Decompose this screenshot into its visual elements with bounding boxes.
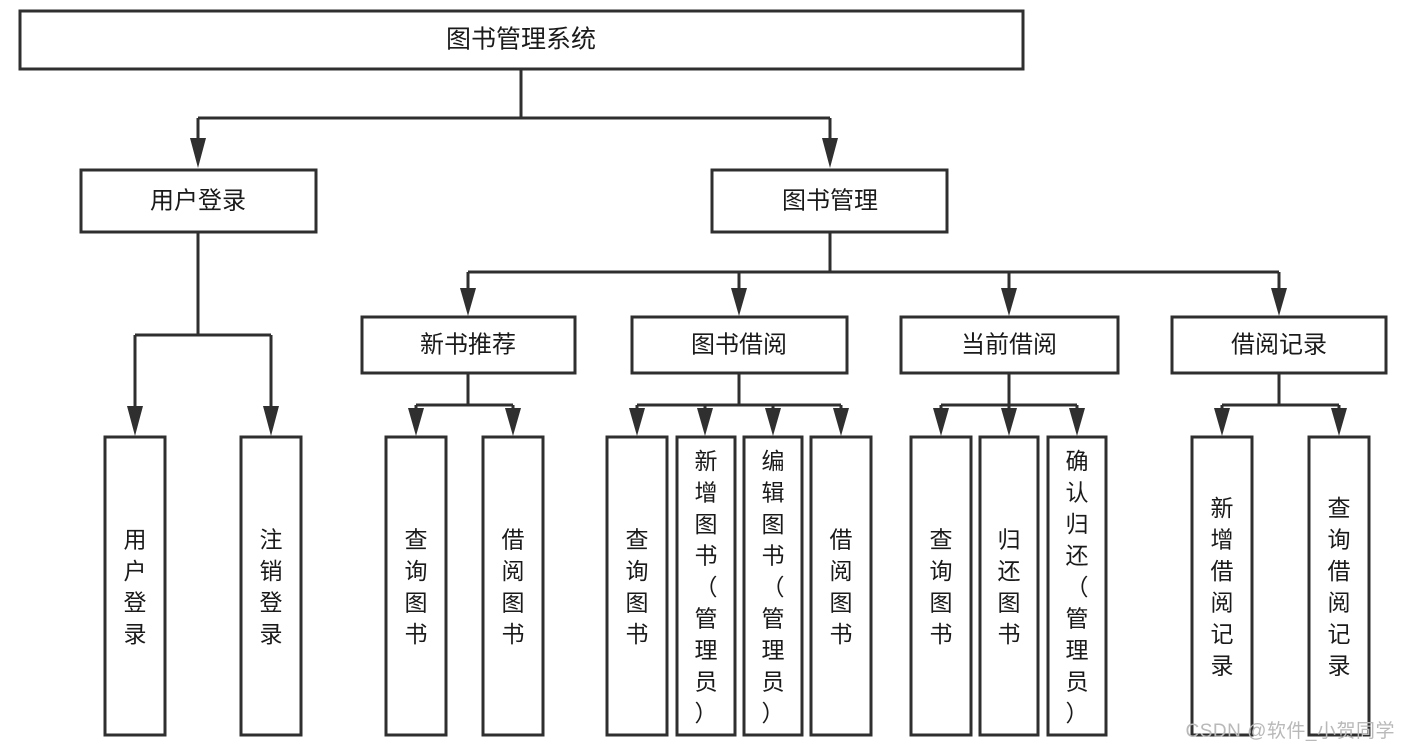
arrow-head-leaf-book-borrow-1 — [697, 408, 713, 436]
arrow-head-leaf-new-book-0 — [408, 408, 424, 436]
node-user-login[interactable]: 用户登录 — [79, 168, 318, 234]
leaf-box-book-borrow-2 — [742, 435, 804, 737]
arrow-head-l3-0 — [460, 288, 476, 316]
node-root-label: 图书管理系统 — [446, 26, 596, 54]
leaf-node-book-borrow-0[interactable] — [605, 435, 669, 737]
arrow-head-leaf-new-book-1 — [505, 408, 521, 436]
leaf-box-user-login-0 — [103, 435, 167, 737]
connector-group-book-borrow — [629, 373, 849, 436]
node-current-borrow[interactable]: 当前借阅 — [899, 315, 1120, 375]
connector-group-book-mgmt — [460, 232, 1287, 316]
node-user-login-box — [79, 168, 318, 234]
leaf-node-book-borrow-1[interactable] — [675, 435, 737, 737]
node-root-book-management-system[interactable]: 图书管理系统 — [18, 9, 1025, 71]
leaf-label-current-borrow-1: 归还图书 — [998, 527, 1021, 648]
leaf-label-book-borrow-2: 编辑图书（管理员） — [762, 448, 785, 726]
connector-group-current-borrow — [933, 373, 1085, 436]
connector-group-user-login — [127, 232, 279, 436]
node-new-book-recommend-label: 新书推荐 — [420, 331, 516, 358]
leaf-box-new-book-1 — [481, 435, 545, 737]
node-borrow-record[interactable]: 借阅记录 — [1170, 315, 1388, 375]
leaf-box-user-login-1 — [239, 435, 303, 737]
arrow-head-l3-2 — [1001, 288, 1017, 316]
arrow-head-leaf-book-borrow-0 — [629, 408, 645, 436]
node-book-borrow[interactable]: 图书借阅 — [630, 315, 849, 375]
leaf-node-new-book-0[interactable] — [384, 435, 448, 737]
leaf-label-new-book-0: 查询图书 — [405, 527, 428, 648]
node-borrow-record-label: 借阅记录 — [1231, 331, 1327, 358]
leaf-box-book-borrow-1 — [675, 435, 737, 737]
leaf-box-current-borrow-0 — [909, 435, 973, 737]
leaf-label-user-login-0: 用户登录 — [124, 527, 147, 648]
leaf-label-book-borrow-1: 新增图书（管理员） — [695, 448, 718, 726]
node-new-book-recommend[interactable]: 新书推荐 — [360, 315, 577, 375]
arrow-head-leaf-current-borrow-1 — [1001, 408, 1017, 436]
leaf-node-user-login-0[interactable] — [103, 435, 167, 737]
leaf-box-book-borrow-3 — [809, 435, 873, 737]
arrow-head-leaf-book-borrow-2 — [765, 408, 781, 436]
arrow-head-leaf-user-login-1 — [263, 406, 279, 436]
arrow-head-leaf-book-borrow-3 — [833, 408, 849, 436]
node-borrow-record-box — [1170, 315, 1388, 375]
arrow-head-leaf-current-borrow-0 — [933, 408, 949, 436]
leaf-label-borrow-record-0: 新增借阅记录 — [1211, 495, 1234, 679]
leaf-node-current-borrow-2[interactable] — [1046, 435, 1108, 737]
arrow-head-book-mgmt — [822, 138, 838, 168]
leaf-label-current-borrow-2: 确认归还（管理员） — [1066, 448, 1089, 726]
leaf-box-borrow-record-1 — [1307, 435, 1371, 737]
node-current-borrow-box — [899, 315, 1120, 375]
leaf-label-book-borrow-0: 查询图书 — [626, 527, 649, 648]
leaf-node-book-borrow-2[interactable] — [742, 435, 804, 737]
leaf-box-book-borrow-0 — [605, 435, 669, 737]
arrow-head-leaf-borrow-record-1 — [1331, 408, 1347, 436]
node-user-login-label: 用户登录 — [150, 187, 246, 214]
leaf-label-current-borrow-0: 查询图书 — [930, 527, 953, 648]
leaf-box-current-borrow-1 — [978, 435, 1040, 737]
arrow-head-leaf-current-borrow-2 — [1069, 408, 1085, 436]
leaf-node-user-login-1[interactable] — [239, 435, 303, 737]
leaf-label-new-book-1: 借阅图书 — [502, 527, 525, 648]
node-book-borrow-label: 图书借阅 — [691, 331, 787, 358]
node-book-management-label: 图书管理 — [782, 187, 878, 214]
leaf-node-current-borrow-0[interactable] — [909, 435, 973, 737]
leaf-box-borrow-record-0 — [1190, 435, 1254, 737]
arrow-head-user-login — [190, 138, 206, 168]
leaf-node-book-borrow-3[interactable] — [809, 435, 873, 737]
leaf-box-current-borrow-2 — [1046, 435, 1108, 737]
connector-group-new-book — [408, 373, 521, 436]
leaf-node-borrow-record-0[interactable] — [1190, 435, 1254, 737]
leaf-box-new-book-0 — [384, 435, 448, 737]
arrow-head-l3-1 — [731, 288, 747, 316]
leaf-label-user-login-1: 注销登录 — [260, 527, 283, 648]
node-root-box — [18, 9, 1025, 71]
node-book-management[interactable]: 图书管理 — [710, 168, 949, 234]
leaf-node-borrow-record-1[interactable] — [1307, 435, 1371, 737]
node-new-book-recommend-box — [360, 315, 577, 375]
leaf-node-new-book-1[interactable] — [481, 435, 545, 737]
leaf-node-current-borrow-1[interactable] — [978, 435, 1040, 737]
arrow-head-l3-3 — [1271, 288, 1287, 316]
leaf-label-borrow-record-1: 查询借阅记录 — [1328, 495, 1351, 679]
arrow-head-leaf-borrow-record-0 — [1214, 408, 1230, 436]
leaf-label-book-borrow-3: 借阅图书 — [830, 527, 853, 648]
node-book-borrow-box — [630, 315, 849, 375]
node-current-borrow-label: 当前借阅 — [961, 331, 1057, 358]
connector-group-root — [190, 69, 838, 168]
connector-group-borrow-record — [1214, 373, 1347, 436]
arrow-head-leaf-user-login-0 — [127, 406, 143, 436]
node-book-management-box — [710, 168, 949, 234]
